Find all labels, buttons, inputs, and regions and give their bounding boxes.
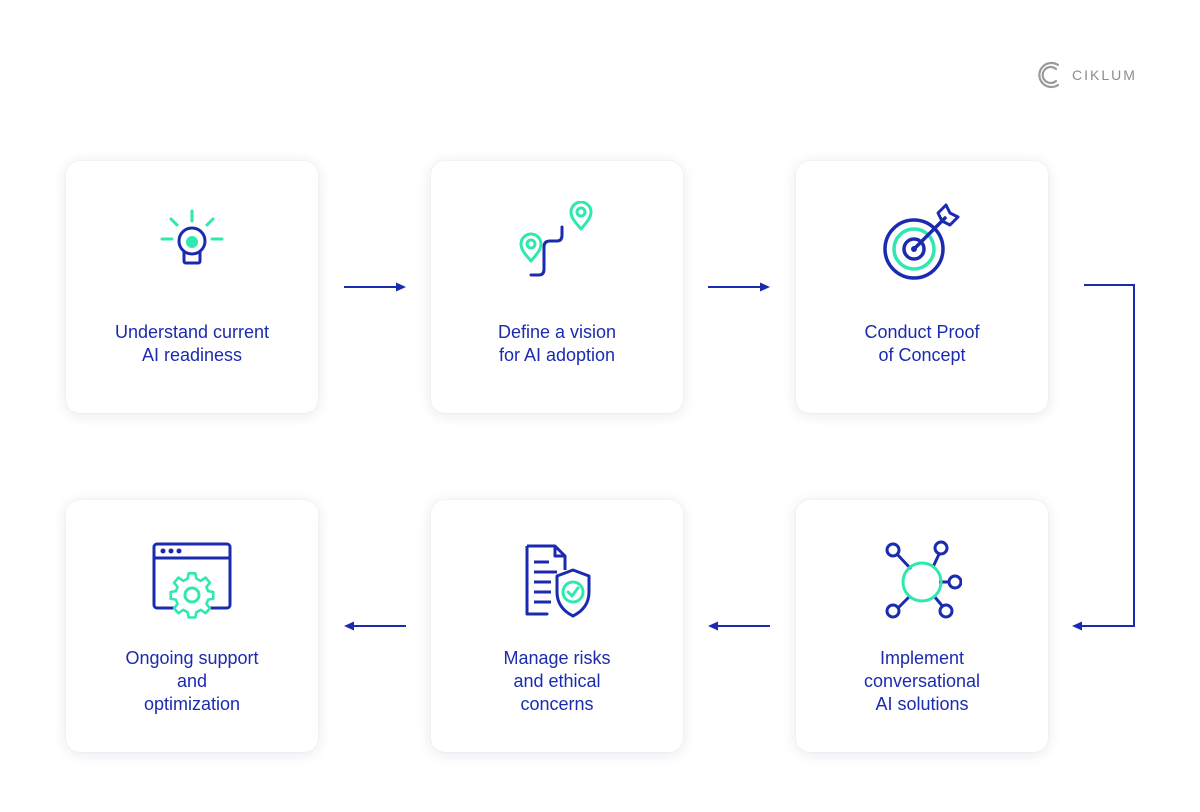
logo-text: CIKLUM [1072, 67, 1137, 83]
arrow-1-to-2 [344, 282, 406, 292]
step-label: Implement conversational AI solutions [863, 648, 981, 714]
step-card-define-vision: Define a vision for AI adoption [431, 161, 683, 413]
ciklum-logo: CIKLUM [1036, 60, 1137, 90]
step-label: Conduct Proof of Concept [864, 322, 980, 365]
document-shield-icon [525, 544, 591, 618]
step-card-manage-risks: Manage risks and ethical concerns [431, 500, 683, 752]
step-card-proof-of-concept: Conduct Proof of Concept [796, 161, 1048, 413]
step-label: Ongoing support and optimization [125, 648, 259, 714]
browser-gear-icon [152, 542, 232, 619]
arrow-4-to-5 [708, 621, 770, 631]
step-label: Define a vision for AI adoption [497, 322, 617, 365]
target-arrow-icon [883, 203, 960, 280]
arrow-2-to-3 [708, 282, 770, 292]
arrow-5-to-6 [344, 621, 406, 631]
step-label: Understand current AI readiness [114, 322, 270, 365]
ciklum-logo-icon [1038, 61, 1060, 89]
step-card-implement-conversational-ai: Implement conversational AI solutions [796, 500, 1048, 752]
arrow-3-to-4 [1072, 284, 1135, 631]
route-pins-icon [519, 201, 593, 277]
step-card-ongoing-support: Ongoing support and optimization [66, 500, 318, 752]
network-nodes-icon [885, 540, 962, 619]
step-label: Manage risks and ethical concerns [503, 648, 611, 714]
lightbulb-icon [160, 209, 224, 265]
step-card-understand-readiness: Understand current AI readiness [66, 161, 318, 413]
